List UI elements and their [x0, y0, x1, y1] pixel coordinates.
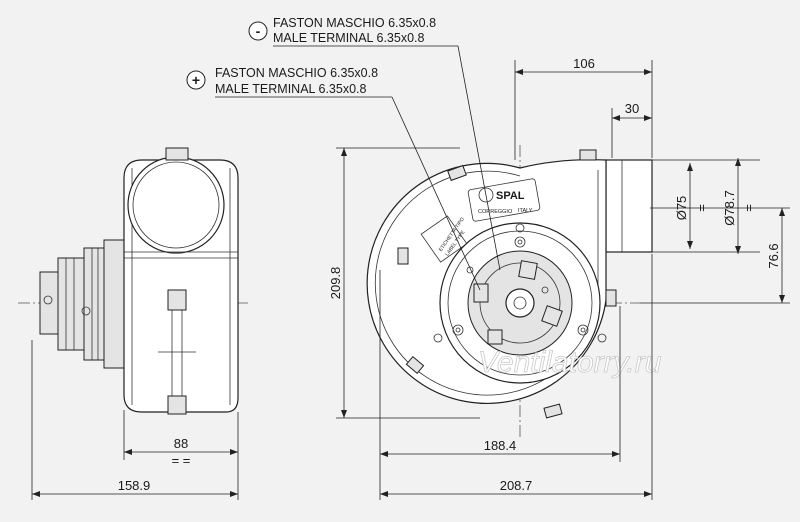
label-plate [420, 215, 468, 263]
side-outlet-ring [127, 156, 225, 254]
brand-logo-text: SPAL [496, 190, 525, 202]
callout-negative-line2: MALE TERMINAL 6.35x0.8 [273, 31, 425, 45]
dim-overall-width: 208.7 [500, 478, 533, 493]
callout-negative-line1: FASTON MASCHIO 6.35x0.8 [273, 16, 436, 30]
callout-negative: - FASTON MASCHIO 6.35x0.8 MALE TERMINAL … [248, 16, 501, 271]
plus-icon [186, 70, 206, 90]
watermark: Ventilatorry.ru [478, 346, 662, 379]
outlet-tube [605, 159, 653, 253]
motor-hub [505, 288, 535, 318]
front-view: SPAL CORREGGIO ITALY ETICHETTA TIPO LABE… [366, 145, 653, 440]
dim-overall-depth: 158.9 [118, 478, 151, 493]
dim-side-width-marks: = = [172, 453, 191, 468]
side-outlet-tab [165, 147, 189, 161]
brand-country: ITALY [518, 208, 533, 214]
side-connector-top [167, 289, 187, 311]
side-connector-bottom [167, 395, 187, 415]
motor-flange [57, 257, 85, 351]
motor-body [83, 247, 107, 361]
dim-outlet-length: 30 [625, 101, 639, 116]
dim-outlet-offset: 106 [573, 56, 595, 71]
dim-height: 209.8 [328, 267, 343, 300]
callout-positive-line1: FASTON MASCHIO 6.35x0.8 [215, 66, 378, 80]
front-dimensions: 106 30 Ø75 = Ø78.7 = 76.6 209.8 188.4 20… [328, 56, 790, 500]
dim-front-width: 188.4 [484, 438, 517, 453]
dim-side-width: 88 [174, 436, 188, 451]
brand-city: CORREGGIO [478, 209, 513, 215]
callout-negative-symbol: - [256, 23, 261, 39]
side-view [18, 147, 248, 415]
callout-positive-symbol: + [192, 72, 200, 88]
side-dimensions: 88 = = 158.9 [31, 340, 239, 500]
callout-positive-line2: MALE TERMINAL 6.35x0.8 [215, 82, 367, 96]
callout-positive: + FASTON MASCHIO 6.35x0.8 MALE TERMINAL … [186, 66, 481, 291]
dim-outlet-center-height: 76.6 [766, 243, 781, 268]
minus-icon [248, 21, 268, 41]
motor-mount [103, 239, 125, 369]
